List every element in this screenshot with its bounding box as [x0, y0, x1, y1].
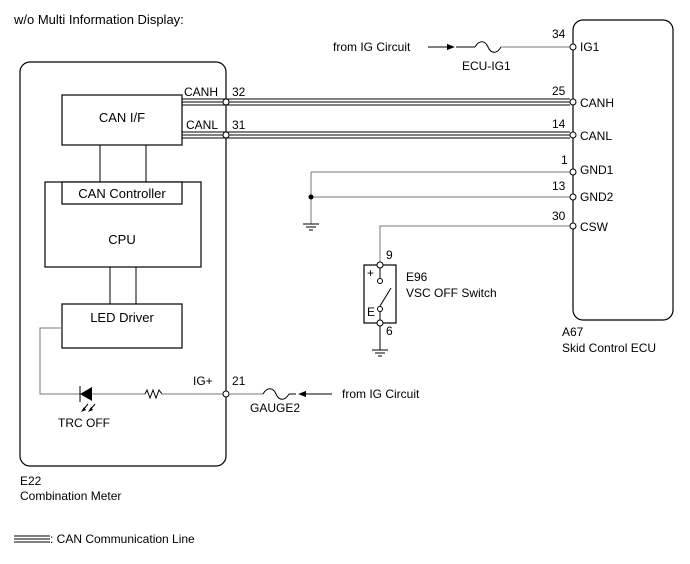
canh-line: [182, 98, 570, 106]
ecu-pin-canh-number: 25: [552, 84, 566, 98]
from-ig-circuit-top: from IG Circuit: [333, 40, 411, 54]
gauge2-fuse-icon: [262, 388, 290, 400]
ecu-pin-csw-label: CSW: [580, 220, 609, 234]
ecu-pin-gnd2-label: GND2: [580, 190, 614, 204]
led-driver-block: [61, 303, 183, 349]
gauge2-fuse-label: GAUGE2: [250, 401, 300, 415]
vsc-switch-contact-top: [377, 278, 383, 284]
meter-pin-canl-label: CANL: [186, 118, 218, 132]
led-driver-label: LED Driver: [90, 310, 154, 325]
canl-line: [182, 131, 570, 139]
combination-meter-label: Combination Meter: [20, 489, 121, 503]
meter-pin-canl-number: 31: [232, 118, 246, 132]
ecu-pin-ig1-label: IG1: [580, 40, 600, 54]
ecu-pin-canl-label: CANL: [580, 129, 612, 143]
ecu-pin-gnd1: [569, 168, 577, 176]
can-controller-block: [61, 181, 183, 205]
ground-icon-ecu: [303, 223, 319, 231]
vsc-off-switch-label: VSC OFF Switch: [406, 286, 497, 300]
trc-off-led-icon: [79, 386, 96, 412]
meter-pin-canh-label: CANH: [184, 85, 218, 99]
ground-icon-switch: [372, 349, 388, 357]
meter-pin-canh: [222, 98, 230, 106]
meter-pin-canl: [222, 131, 230, 139]
cpu-label: CPU: [108, 232, 135, 247]
vsc-switch-pin-top-number: 9: [386, 248, 393, 262]
vsc-switch-e: E: [367, 305, 375, 319]
e22-connector-label: E22: [20, 474, 42, 488]
vsc-switch-blade: [379, 287, 392, 307]
diagram-title: w/o Multi Information Display:: [13, 12, 184, 27]
meter-pin-ig-number: 21: [232, 374, 246, 388]
ecu-pin-gnd1-label: GND1: [580, 163, 614, 177]
ecu-pin-gnd1-number: 1: [561, 153, 568, 167]
ecu-pin-csw: [569, 222, 577, 230]
meter-pin-ig-label: IG+: [193, 374, 213, 388]
meter-pin-canh-number: 32: [232, 85, 246, 99]
skid-control-ecu-label: Skid Control ECU: [562, 341, 656, 355]
ground-junction: [308, 194, 314, 200]
vsc-switch-plus: +: [367, 266, 374, 280]
can-if-label: CAN I/F: [99, 110, 145, 125]
ecu-pin-csw-number: 30: [552, 209, 566, 223]
resistor-icon: [144, 388, 163, 400]
a67-connector-label: A67: [562, 325, 584, 339]
ecu-pin-canh-label: CANH: [580, 96, 614, 110]
vsc-switch-contact-bottom: [377, 306, 383, 312]
vsc-switch-pin-bottom-number: 6: [386, 324, 393, 338]
ecu-pin-gnd2: [569, 193, 577, 201]
meter-pin-ig: [222, 390, 230, 398]
e96-connector-label: E96: [406, 270, 428, 284]
ecu-pin-gnd2-number: 13: [552, 179, 566, 193]
ecu-ig1-fuse-icon: [474, 41, 502, 53]
vsc-switch-pin-top: [376, 261, 384, 269]
legend-label: : CAN Communication Line: [50, 532, 195, 546]
ecu-pin-ig1: [569, 43, 577, 51]
ecu-ig1-fuse-label: ECU-IG1: [462, 59, 511, 73]
can-if-block: [61, 94, 183, 146]
ecu-pin-canh: [569, 98, 577, 106]
trc-off-label: TRC OFF: [58, 416, 110, 430]
vsc-switch-pin-bottom: [376, 319, 384, 327]
can-controller-label: CAN Controller: [78, 186, 166, 201]
ecu-pin-canl: [569, 131, 577, 139]
ecu-pin-ig1-number: 34: [552, 27, 566, 41]
from-ig-circuit-bottom: from IG Circuit: [342, 387, 420, 401]
legend-can-line-icon: [14, 535, 50, 543]
ecu-pin-canl-number: 14: [552, 117, 566, 131]
